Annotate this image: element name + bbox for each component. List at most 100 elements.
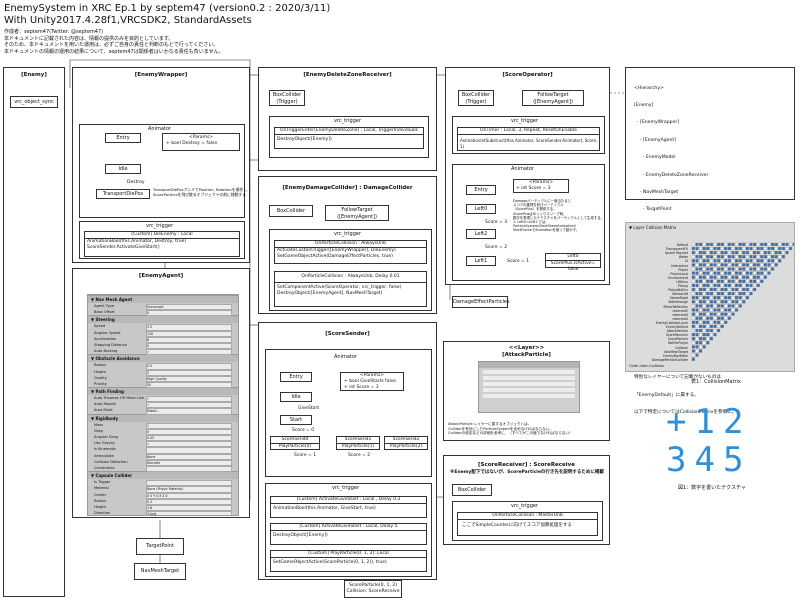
inspector-row-value: ✓: [146, 396, 232, 403]
inspector-section: ▼ Steering: [88, 315, 238, 324]
wrapper-trigger-block: [Custom] DieEnemy : Local AnimationBool(…: [84, 231, 240, 257]
collision-checkbox: [774, 251, 778, 255]
collision-checkbox: [742, 246, 746, 251]
collision-layer-label: Default: [676, 243, 688, 247]
collision-checkbox: [720, 242, 724, 246]
collision-checkbox: [709, 296, 713, 300]
score-operator-title: [ScoreOperator]: [502, 72, 553, 78]
collision-layer-label: Walkthrough: [668, 300, 688, 305]
damage-trigger-block-1: OnParticleCollision : AlwaysUnb Activate…: [274, 240, 427, 264]
collision-checkbox: [702, 279, 706, 283]
collision-checkbox: [774, 242, 778, 246]
collision-checkbox: [717, 267, 721, 271]
collision-checkbox: [702, 320, 706, 324]
sender-block3-header: [Custom] PlayParticle(0, 1, 2): Local: [271, 551, 426, 558]
op-transition: Score = 1: [507, 259, 530, 264]
wrapper-trigger-action: AnimationBool(this.Animator, Destroy, tr…: [87, 239, 187, 244]
collision-layer-label: NavMeshTarget: [664, 349, 688, 354]
inspector-row-label: Collision Detection: [94, 459, 128, 464]
collision-checkbox: [735, 279, 739, 283]
inspector-row-value: 1.8: [146, 504, 232, 512]
sender-transition: Score = 2: [348, 453, 371, 458]
collision-checkbox: [760, 263, 764, 267]
transport-note: TransportDiePosアニメでPosition, Rotationを操作…: [153, 187, 251, 197]
collision-checkbox: [713, 246, 717, 251]
collision-checkbox: [691, 333, 695, 337]
collision-checkbox: [706, 324, 710, 328]
collision-checkbox: [717, 246, 721, 251]
collision-checkbox: [735, 255, 739, 259]
collision-checkbox: [695, 349, 699, 353]
collision-checkbox: [724, 242, 728, 246]
header-notes: 作成者：septem47(Twitter: @septem47) 本ドキュメント…: [4, 29, 224, 55]
sender-params-value: + int Score = 3: [344, 385, 379, 390]
collision-checkbox: [709, 304, 713, 308]
collision-checkbox: [742, 300, 746, 304]
page-title: EnemySystem in XRC Ep.1 by septem47 (ver…: [4, 3, 331, 14]
collision-checkbox: [778, 255, 782, 259]
delete-zone-title: [EnemyDeleteZoneReceiver]: [303, 72, 392, 78]
collision-checkbox: [709, 283, 713, 287]
collision-layer-label: Collision: [675, 345, 688, 350]
op-desc-line: Damageパーティクルに一度当たると: [513, 199, 572, 203]
collision-checkbox: [753, 246, 757, 251]
collision-checkbox: [735, 283, 739, 287]
collision-checkbox: [699, 275, 703, 279]
sender-block2-action: DestroyObject([Enemy]): [273, 533, 328, 538]
delete-zone-collider: BoxCollider (Trigger): [269, 90, 305, 106]
collision-checkbox: [717, 304, 721, 308]
collision-checkbox: [742, 275, 746, 279]
damage-trigger-title: vrc_trigger: [334, 231, 362, 237]
collision-checkbox: [731, 271, 735, 275]
collision-layer-label: reserved2: [672, 308, 688, 313]
inspector-row-value: 0: [146, 428, 232, 435]
collision-checkbox: [691, 324, 695, 328]
collision-checkbox: [702, 263, 706, 267]
inspector-row-value: 50: [146, 381, 232, 389]
collision-checkbox: [738, 279, 742, 283]
collision-checkbox: [699, 324, 703, 328]
collision-checkbox: [713, 333, 717, 337]
collision-checkbox: [699, 292, 703, 296]
score-op-trigger-action: AnimationIntSubstruct(this.Animator, Sco…: [460, 138, 598, 149]
collision-checkbox: [691, 300, 695, 304]
collision-checkbox: [742, 296, 746, 300]
collision-checkbox: [742, 287, 746, 292]
score-particles-collision: Collision: ScoreReceive: [346, 589, 400, 594]
collision-checkbox: [709, 337, 713, 341]
collision-checkbox: [720, 275, 724, 279]
sender-block3-action: SetGameObjectActive(ScoreParticle(0, 1, …: [273, 560, 387, 565]
enemy-box: [Enemy] vrc_object_sync: [3, 67, 65, 597]
collision-checkbox: [702, 312, 706, 316]
collision-checkbox: [709, 263, 713, 267]
collision-checkbox: [749, 287, 753, 292]
collision-checkbox: [785, 251, 789, 255]
collision-checkbox: [709, 242, 713, 246]
collision-checkbox: [706, 320, 710, 324]
collision-checkbox: [695, 292, 699, 296]
collision-checkbox: [699, 337, 703, 341]
collision-checkbox: [735, 292, 739, 296]
collision-checkbox: [691, 275, 695, 279]
wrapper-trigger-header: [Custom] DieEnemy : Local: [85, 232, 239, 239]
score-op-collider-label: BoxCollider: [461, 92, 491, 98]
collision-checkbox: [702, 296, 706, 300]
hierarchy-box: <Hierarchy> [Enemy] - [EnemyWrapper] - […: [625, 67, 795, 415]
collision-checkbox: [713, 275, 717, 279]
collision-checkbox: [691, 296, 695, 300]
score-sender-box: [ScoreSender] Animator Entry Idle Start …: [258, 322, 437, 580]
collision-checkbox: [745, 275, 749, 279]
collision-checkbox: [706, 263, 710, 267]
nav-mesh-target-label: NavMeshTarget: [140, 568, 180, 574]
collision-checkbox: [713, 263, 717, 267]
collision-checkbox: [695, 255, 699, 259]
sender-transition-give: GiveStart: [298, 406, 320, 411]
collision-checkbox: [720, 255, 724, 259]
collision-checkbox: [713, 283, 717, 287]
collision-checkbox: [789, 246, 793, 251]
op-state-left2-label: Left2: [474, 231, 488, 237]
collision-checkbox: [717, 263, 721, 267]
